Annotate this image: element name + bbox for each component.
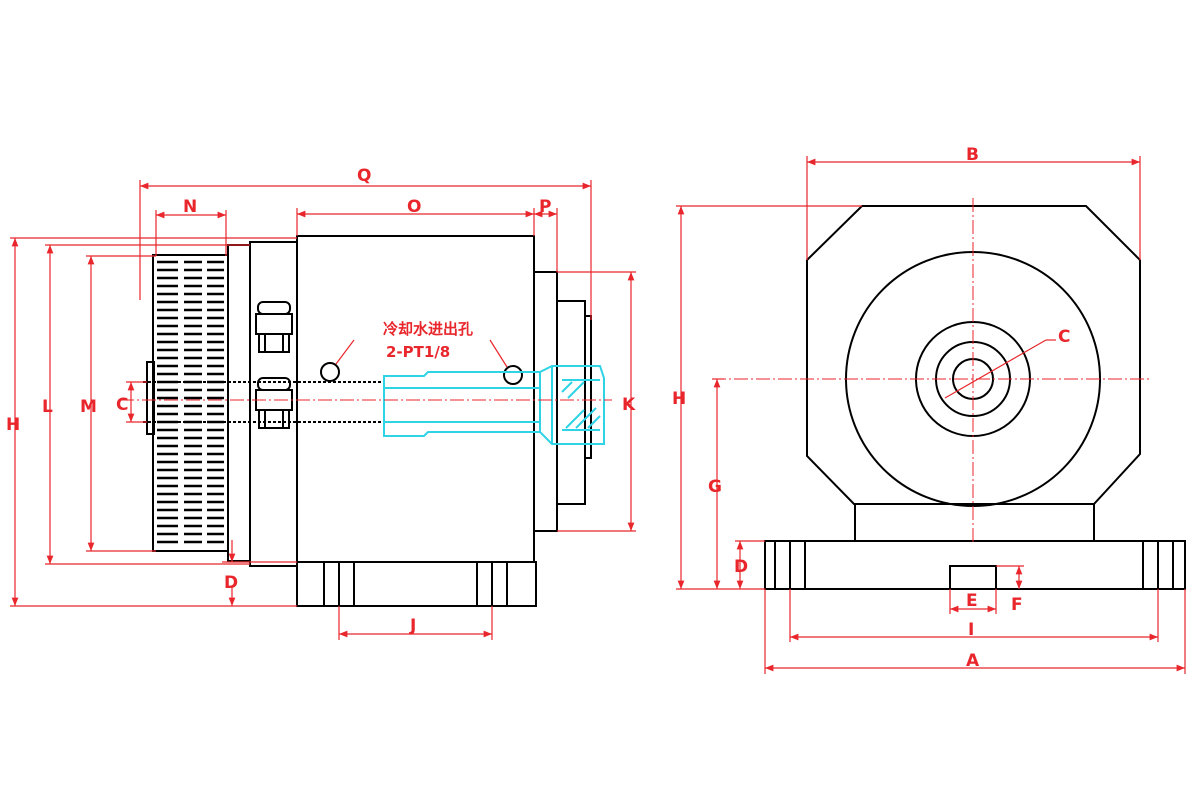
front-nose (556, 300, 586, 505)
end-plate (146, 361, 155, 435)
nose-cap (584, 315, 592, 459)
housing-neck (854, 503, 1095, 542)
dim-label-k: K (622, 395, 636, 415)
dim-label-o: O (407, 197, 421, 217)
dim-label-g: G (708, 477, 722, 497)
side-view: 冷却水进出孔 2-PT1/8 Q N (6, 166, 636, 640)
pulley-body (152, 254, 229, 552)
base-foot (296, 561, 537, 607)
pulley-hub (227, 244, 251, 562)
dim-label-p: P (539, 197, 551, 217)
dim-label-h-side: H (6, 415, 20, 435)
main-housing (296, 235, 535, 563)
coolant-hole-right (503, 365, 523, 385)
dim-label-e: E (966, 591, 978, 611)
coolant-note-line1: 冷却水进出孔 (383, 320, 473, 338)
dim-label-n: N (183, 197, 197, 217)
front-view: C B H G D E F I (672, 145, 1186, 674)
bearing-collar (249, 241, 298, 567)
dim-label-c-side: C (116, 395, 128, 415)
dim-label-m: M (80, 397, 97, 417)
dim-label-l: L (42, 397, 53, 417)
dim-label-d-side: D (224, 573, 238, 593)
dim-label-j: J (409, 616, 416, 636)
front-flange (533, 271, 558, 532)
dim-label-h-front: H (672, 389, 686, 409)
dim-label-f: F (1011, 595, 1023, 615)
pulley-teeth (157, 260, 224, 544)
dim-label-q: Q (357, 166, 371, 186)
dim-label-d-front: D (734, 557, 748, 577)
coolant-hole-left (320, 362, 340, 382)
dim-label-b: B (966, 145, 979, 165)
collet (383, 365, 605, 445)
upper-fitting (255, 301, 293, 353)
dim-label-a: A (966, 651, 980, 671)
lower-fitting (255, 377, 293, 429)
coolant-note-line2: 2-PT1/8 (386, 343, 450, 361)
key-slot (949, 565, 997, 590)
dim-label-i: I (968, 620, 974, 640)
dim-label-c-front: C (1058, 327, 1070, 347)
